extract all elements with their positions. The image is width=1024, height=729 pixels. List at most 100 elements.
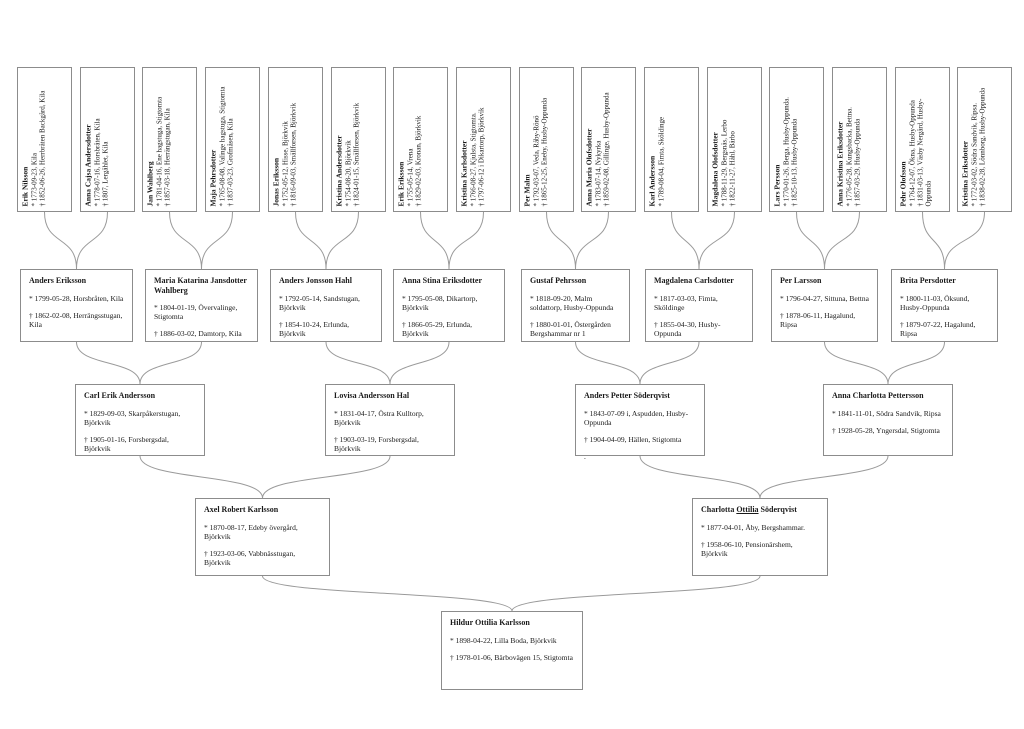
birth-line: * 1789-08-04, Fimta, Sköldinge [656, 116, 665, 206]
connector-line [575, 211, 609, 270]
person-name: Magdalena Carlsdotter [654, 276, 734, 285]
death-line: † 1855-04-30, Husby-Oppunda [654, 319, 721, 338]
person-name: Maja Pehrsdotter [208, 149, 217, 206]
death-line: † 1905-01-16, Forsbergsdal, Björkvik [84, 434, 169, 453]
person-box-gen2-1[interactable]: Carl Erik Andersson* 1829-09-03, Skarpåk… [75, 384, 205, 456]
birth-line: * 1764-12-07, Ökna, Husby-Oppunda [907, 99, 916, 206]
person-box-gen4-3[interactable]: Jan Wahlberg* 1781-04-16, Ene hagstuga, … [142, 67, 197, 212]
death-line: † 1857-03-29, Husby-Oppunda [853, 118, 862, 206]
person-box-gen4-16[interactable]: Kristina Eriksdotter* 1772-03-02, Södra … [957, 67, 1012, 212]
person-box-gen4-11[interactable]: Karl Andersson* 1789-08-04, Fimta, Sköld… [644, 67, 699, 212]
person-box-gen4-13[interactable]: Lars Persson* 1770-01-26, Berga, Husby-O… [769, 67, 824, 212]
person-box-gen3-8[interactable]: Brita Persdotter* 1800-11-03, Öksund, Hu… [891, 269, 998, 342]
death-line: † 1886-03-02, Damtorp, Kila [154, 329, 242, 339]
person-box-gen3-4[interactable]: Anna Stina Eriksdotter * 1795-05-08, Dika… [393, 269, 505, 342]
person-details: Anders Jonsson Hahl* 1792-05-14, Sandstu… [271, 270, 381, 344]
death-line: † 1807, Lergåhlet, Kila [101, 141, 110, 206]
person-details: Per Malm* 1792-03-07, Veda, Råby-Rönö† 1… [522, 73, 570, 206]
birth-line: * 1795-05-08, Dikartorp, Björkvik [402, 293, 478, 312]
birth-line: * 1772-03-02, Södra Sandvik, Ripsa. [969, 102, 978, 206]
connector-line [639, 455, 761, 499]
person-details: Erik Eriksson* 1755-05-14, Vrena† 1829-0… [396, 73, 444, 206]
connector-line [325, 341, 391, 385]
death-line: † 1837-03-23, Grofmåsen, Kila [226, 117, 235, 206]
person-box-gen4-14[interactable]: Anna Kristina Eriksdotter* 1776-05-28, K… [832, 67, 887, 212]
note-line: . [584, 451, 586, 461]
person-details: Lars Persson* 1770-01-26, Berga, Husby-O… [772, 73, 820, 206]
person-details: Anna Stina Eriksdotter * 1795-05-08, Dika… [394, 270, 504, 344]
person-details: Jan Wahlberg* 1781-04-16, Ene hagstuga, … [145, 73, 193, 206]
person-box-gen4-10[interactable]: Anna Maria Olofsdotter* 1783-07-14, Nyky… [581, 67, 636, 212]
person-details: Anna Charlotta Pettersson* 1841-11-01, S… [824, 385, 952, 441]
birth-line: * 1778-07-16, Horsbråten, Kila [92, 117, 101, 206]
person-details: Maria Katarina Jansdotter Wahlberg* 1804… [146, 270, 257, 344]
connector-line [169, 211, 202, 270]
death-line: † 1829-02-03, Kronan, Björkvik [414, 115, 423, 206]
person-name: Kristina Eriksdotter [960, 140, 969, 206]
connector-line [262, 455, 391, 499]
person-name-part: Ottilia [736, 505, 759, 514]
death-line: † 1923-03-06, Vabbnässtugan, Björkvik [204, 548, 296, 567]
connector-line [389, 341, 450, 385]
person-box-gen3-2[interactable]: Maria Katarina Jansdotter Wahlberg* 1804… [145, 269, 258, 342]
person-box-gen4-8[interactable]: Kristina Karlsdotter* 1766-08-27, Kjulst… [456, 67, 511, 212]
connector-line [448, 211, 484, 270]
death-line: † 1928-05-28, Yngersdal, Stigtomta [832, 425, 940, 435]
connector-line [824, 341, 889, 385]
person-box-gen3-1[interactable]: Anders Eriksson* 1799-05-28, Horsbråten,… [20, 269, 133, 342]
person-box-gen4-12[interactable]: Magdalena Olofsdotter* 1788-11-29, Bergs… [707, 67, 762, 212]
person-box-gen2-4[interactable]: Anna Charlotta Pettersson* 1841-11-01, S… [823, 384, 953, 456]
connector-line [759, 455, 889, 499]
person-box-gen4-4[interactable]: Maja Pehrsdotter* 1765-08-08, Valinge ha… [205, 67, 260, 212]
birth-line: * 1781-04-16, Ene hagstuga, Stigtomta [154, 96, 163, 206]
birth-line: * 1829-09-03, Skarpåkerstugan, Björkvik [84, 408, 181, 427]
connector-line [420, 211, 450, 270]
person-box-gen4-7[interactable]: Erik Eriksson* 1755-05-14, Vrena† 1829-0… [393, 67, 448, 212]
person-details: Axel Robert Karlsson* 1870-08-17, Edeby … [196, 499, 329, 573]
person-details: Per Larsson* 1796-04-27, Sittuna, Bettna… [772, 270, 877, 335]
connector-line [262, 575, 513, 612]
person-details: Gustaf Pehrsson* 1818-09-20, Malm soldat… [522, 270, 629, 344]
birth-line: * 1770-01-26, Berga, Husby-Oppunda. [781, 96, 790, 206]
birth-line: * 1817-03-03, Fimta, Sköldinge [654, 293, 718, 312]
person-details: Brita Persdotter* 1800-11-03, Öksund, Hu… [892, 270, 997, 344]
person-box-root[interactable]: Hildur Ottilia Karlsson* 1898-04-22, Lil… [441, 611, 583, 690]
person-box-gen3-3[interactable]: Anders Jonsson Hahl* 1792-05-14, Sandstu… [270, 269, 382, 342]
birth-line: * 1799-05-28, Horsbråten, Kila [29, 293, 124, 303]
person-name: Anna Kristina Eriksdotter [835, 120, 844, 206]
birth-line: * 1755-05-14, Vrena [405, 148, 414, 206]
person-box-gen4-1[interactable]: Erik Nilsson* 1773-09-23, Kila† 1852-06-… [17, 67, 72, 212]
person-box-gen4-2[interactable]: Anna Cajsa Andersdotter* 1778-07-16, Hor… [80, 67, 135, 212]
birth-line: * 1792-03-07, Veda, Råby-Rönö [531, 114, 540, 206]
connector-line [325, 211, 359, 270]
person-box-gen4-9[interactable]: Per Malm* 1792-03-07, Veda, Råby-Rönö† 1… [519, 67, 574, 212]
person-box-gen4-5[interactable]: Jonas Eriksson* 1752-05-12, Hisse, Björk… [268, 67, 323, 212]
person-box-gen1-1[interactable]: Axel Robert Karlsson* 1870-08-17, Edeby … [195, 498, 330, 576]
person-details: Erik Nilsson* 1773-09-23, Kila† 1852-06-… [20, 73, 68, 206]
connector-line [44, 211, 77, 270]
person-name: Anna Stina Eriksdotter [402, 276, 483, 285]
connector-line [139, 455, 263, 499]
person-box-gen4-6[interactable]: Kristina Andersdotter* 1754-08-20, Björk… [331, 67, 386, 212]
person-name: Maria Katarina Jansdotter Wahlberg [154, 276, 247, 295]
person-box-gen2-3[interactable]: Anders Petter Söderqvist* 1843-07-09 i, … [575, 384, 705, 461]
person-box-gen3-7[interactable]: Per Larsson* 1796-04-27, Sittuna, Bettna… [771, 269, 878, 342]
connector-line [201, 211, 233, 270]
connector-line [887, 341, 945, 385]
person-box-gen1-2[interactable]: Charlotta Ottilia Söderqvist* 1877-04-01… [692, 498, 828, 576]
death-line: † 1831-03-13, Väsby Nergård, Husby-Oppun… [916, 98, 933, 206]
birth-line: * 1843-07-09 i, Aspudden, Husby-Oppunda [584, 408, 689, 427]
person-box-gen3-6[interactable]: Magdalena Carlsdotter * 1817-03-03, Fimta… [645, 269, 753, 342]
death-line: † 1859-02-08, Gillinge, Husby-Oppunda [602, 91, 611, 206]
death-line: † 1978-01-06, Bärbovägen 15, Stigtomta [450, 652, 573, 662]
death-line: † 1878-06-11, Hagalund, Ripsa [780, 310, 856, 329]
birth-line: * 1752-05-12, Hisse, Björkvik [280, 120, 289, 206]
person-box-gen4-15[interactable]: Pehr Olofsson* 1764-12-07, Ökna, Husby-O… [895, 67, 950, 212]
death-line: † 1866-05-29, Erlunda, Björkvik [402, 319, 472, 338]
person-box-gen3-5[interactable]: Gustaf Pehrsson* 1818-09-20, Malm soldat… [521, 269, 630, 342]
birth-line: * 1898-04-22, Lilla Boda, Björkvik [450, 635, 557, 645]
person-name: Jan Wahlberg [145, 160, 154, 206]
death-line: † 1824-01-15, Smällforsen, Björkvik [352, 102, 361, 206]
person-box-gen2-2[interactable]: Lovisa Andersson Hal* 1831-04-17, Östra … [325, 384, 455, 456]
connector-line [546, 211, 576, 270]
